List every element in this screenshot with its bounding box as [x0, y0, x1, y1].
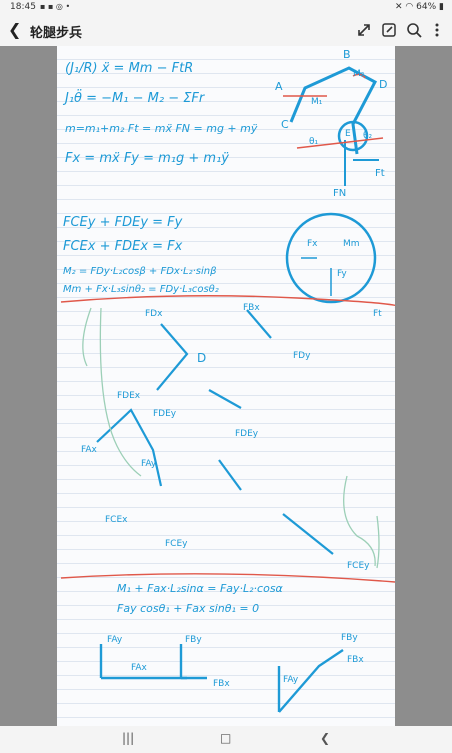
- equation-1: (J₁/R) ẍ = Mm − FtR: [65, 61, 193, 76]
- fbd-label-FDx: FDx: [145, 309, 163, 319]
- recent-apps-icon[interactable]: |||: [122, 731, 135, 745]
- search-icon[interactable]: [405, 21, 423, 39]
- fbd-label-FAx: FAx: [81, 445, 98, 455]
- status-time: 18:45: [10, 2, 36, 12]
- fbd-label-D: D: [197, 351, 206, 365]
- label-A: A: [275, 80, 283, 93]
- wheel-label-Fy: Fy: [337, 269, 347, 279]
- notification-icon: ▪ ▪ ◎ •: [40, 2, 71, 11]
- equation-3: m=m₁+m₂ Ft = mẍ FN = mg + mÿ: [65, 122, 258, 135]
- equation-2: J₁θ̈ = −M₁ − M₂ − ΣFr: [62, 90, 206, 106]
- fbd-label-FBx: FBx: [243, 303, 260, 313]
- label-M1: M₁: [311, 97, 323, 107]
- fbd-label-FDy: FDy: [293, 351, 311, 361]
- wheel-label-Fx: Fx: [307, 239, 318, 249]
- bottom-label-FBx-2: FBx: [347, 655, 364, 665]
- equation-5: FCEy + FDEy = Fy: [63, 215, 183, 230]
- red-divider-lines: [60, 295, 400, 583]
- equation-10: Fay cosθ₁ + Fax sinθ₁ = 0: [117, 602, 259, 615]
- fbd-label-FCEx: FCEx: [105, 515, 128, 525]
- expand-icon[interactable]: [355, 21, 373, 39]
- green-annotations: [82, 307, 380, 569]
- equation-8: Mm + Fx·L₃sinθ₂ = FDy·L₃cosθ₂: [63, 284, 219, 295]
- label-theta2: θ₂: [363, 131, 373, 141]
- status-bar: 18:45 ▪ ▪ ◎ • ✕ ◠ 64% ▮: [0, 0, 452, 14]
- fbd-label-FCEy: FCEy: [165, 539, 188, 549]
- label-theta1: θ₁: [309, 137, 319, 147]
- bottom-force-diagrams: [99, 644, 344, 713]
- label-D: D: [379, 78, 387, 91]
- red-angle-marks: [283, 73, 384, 149]
- note-page: (J₁/R) ẍ = Mm − FtR J₁θ̈ = −M₁ − M₂ − ΣF…: [57, 46, 400, 726]
- label-M2: M₂: [353, 69, 365, 79]
- nav-back-icon[interactable]: ❮: [320, 731, 331, 745]
- more-vertical-icon[interactable]: [428, 21, 446, 39]
- equation-6: FCEx + FDEx = Fx: [63, 239, 183, 254]
- bottom-label-FAy-2: FAy: [283, 675, 299, 685]
- fbd-label-FAy: FAy: [141, 459, 157, 469]
- equation-7: M₂ = FDy·L₂cosβ + FDx·L₂·sinβ: [63, 266, 217, 277]
- battery-icon: ▮: [439, 2, 444, 12]
- battery-level: 64%: [416, 2, 437, 12]
- bottom-label-FBx: FBx: [213, 679, 230, 689]
- back-icon[interactable]: ❮: [8, 20, 22, 39]
- link-fbd-sketches: [96, 309, 334, 555]
- edit-icon[interactable]: [380, 21, 398, 39]
- system-nav-bar: ||| □ ❮: [0, 726, 452, 753]
- handwriting-layer: (J₁/R) ẍ = Mm − FtR J₁θ̈ = −M₁ − M₂ − ΣF…: [60, 48, 400, 713]
- label-C: C: [281, 118, 289, 131]
- label-Ft: Ft: [375, 168, 385, 179]
- equation-4: Fx = mẍ Fy = m₁g + m₁ÿ: [65, 151, 229, 166]
- equation-9: M₁ + Fax·L₂sinα = Fay·L₂·cosα: [117, 582, 284, 595]
- fbd-label-FDEy: FDEy: [153, 409, 177, 419]
- bottom-label-FAx: FAx: [131, 663, 148, 673]
- bottom-label-FBy-2: FBy: [341, 633, 358, 643]
- fbd-label-FCEy-2: FCEy: [347, 561, 370, 571]
- leg-linkage-diagram: [289, 66, 379, 186]
- note-canvas[interactable]: (J₁/R) ẍ = Mm − FtR J₁θ̈ = −M₁ − M₂ − ΣF…: [0, 46, 452, 726]
- note-title: 轮腿步兵: [30, 26, 83, 41]
- wheel-label-Mm: Mm: [343, 239, 360, 249]
- wheel-diagram: [285, 212, 377, 304]
- fbd-label-FDEy-2: FDEy: [235, 429, 259, 439]
- bottom-label-FAy: FAy: [107, 635, 123, 645]
- fbd-label-FDEx: FDEx: [117, 391, 141, 401]
- bottom-label-FBy: FBy: [185, 635, 202, 645]
- label-E: E: [345, 129, 351, 139]
- label-FN: FN: [333, 188, 346, 199]
- app-bar: ❮ 轮腿步兵: [0, 14, 452, 46]
- label-B: B: [343, 48, 351, 61]
- mute-icon: ✕: [395, 2, 403, 12]
- home-icon[interactable]: □: [220, 731, 232, 745]
- status-right: ✕ ◠ 64% ▮: [395, 2, 444, 12]
- wifi-icon: ◠: [405, 2, 414, 12]
- wheel-label-Ft: Ft: [373, 309, 382, 319]
